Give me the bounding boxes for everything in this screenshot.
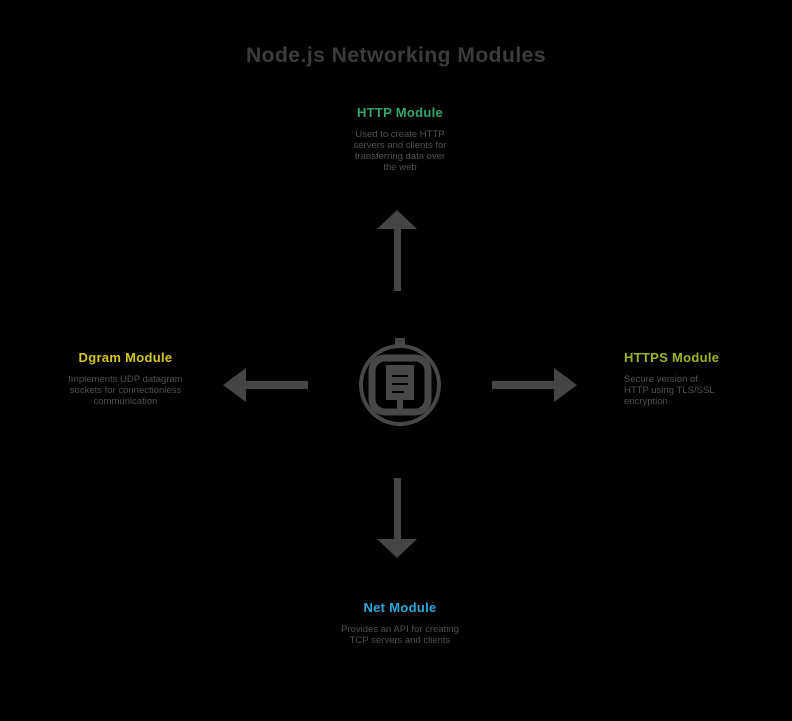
- arrow-right-shaft: [492, 381, 554, 389]
- arrow-up-shaft: [394, 228, 401, 291]
- nodejs-logo-svg: [359, 338, 441, 426]
- module-label-https: HTTPS Module: [624, 350, 720, 365]
- diagram-title: Node.js Networking Modules: [245, 44, 547, 67]
- module-desc-net: Provides an API for creating TCP servers…: [341, 624, 459, 646]
- module-label-net: Net Module: [363, 600, 437, 615]
- module-label-dgram: Dgram Module: [78, 350, 173, 365]
- module-https: HTTPS Module Secure version of HTTP usin…: [624, 350, 734, 407]
- module-desc-http: Used to create HTTP servers and clients …: [353, 129, 447, 173]
- module-net: Net Module Provides an API for creating …: [300, 600, 500, 646]
- module-dgram: Dgram Module Implements UDP datagram soc…: [53, 350, 198, 407]
- arrow-left-shaft: [246, 381, 308, 389]
- arrow-down-icon: [377, 539, 417, 558]
- nodejs-logo-icon: [352, 337, 448, 433]
- arrow-right-icon: [554, 368, 577, 402]
- arrow-left-icon: [223, 368, 246, 402]
- module-desc-https: Secure version of HTTP using TLS/SSL enc…: [624, 374, 715, 407]
- module-http: HTTP Module Used to create HTTP servers …: [300, 105, 500, 173]
- arrow-up-icon: [377, 210, 417, 229]
- module-desc-dgram: Implements UDP datagram sockets for conn…: [68, 374, 183, 407]
- module-label-http: HTTP Module: [356, 105, 444, 120]
- arrow-down-shaft: [394, 478, 401, 540]
